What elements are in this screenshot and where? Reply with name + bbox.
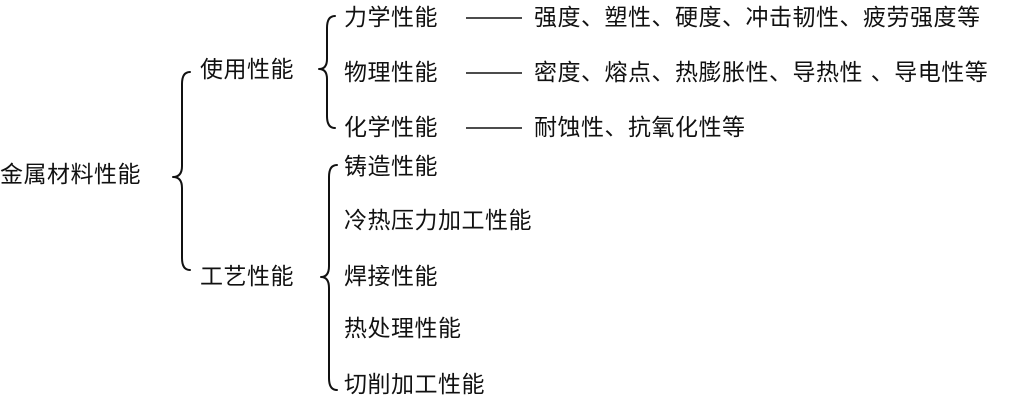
- use-item-detail: 密度、熔点、热膨胀性、导热性 、导电性等: [534, 60, 989, 86]
- use-item-name: 力学性能: [344, 5, 438, 31]
- process-label: 工艺性能: [200, 264, 294, 290]
- process-item: 铸造性能: [344, 154, 438, 180]
- use-item-name: 物理性能: [344, 60, 438, 86]
- process-item: 焊接性能: [344, 264, 438, 290]
- root-label: 金属材料性能: [0, 162, 141, 188]
- use-label: 使用性能: [200, 57, 294, 83]
- use-item-detail: 强度、塑性、硬度、冲击韧性、疲劳强度等: [534, 5, 981, 31]
- root-brace: [172, 71, 191, 271]
- process-item: 热处理性能: [344, 316, 462, 342]
- use-item-name: 化学性能: [344, 115, 438, 141]
- process-brace: [320, 164, 338, 391]
- use-brace: [318, 15, 336, 129]
- use-item-detail: 耐蚀性、抗氧化性等: [534, 115, 746, 141]
- process-item: 冷热压力加工性能: [344, 208, 532, 234]
- process-item: 切削加工性能: [344, 372, 485, 398]
